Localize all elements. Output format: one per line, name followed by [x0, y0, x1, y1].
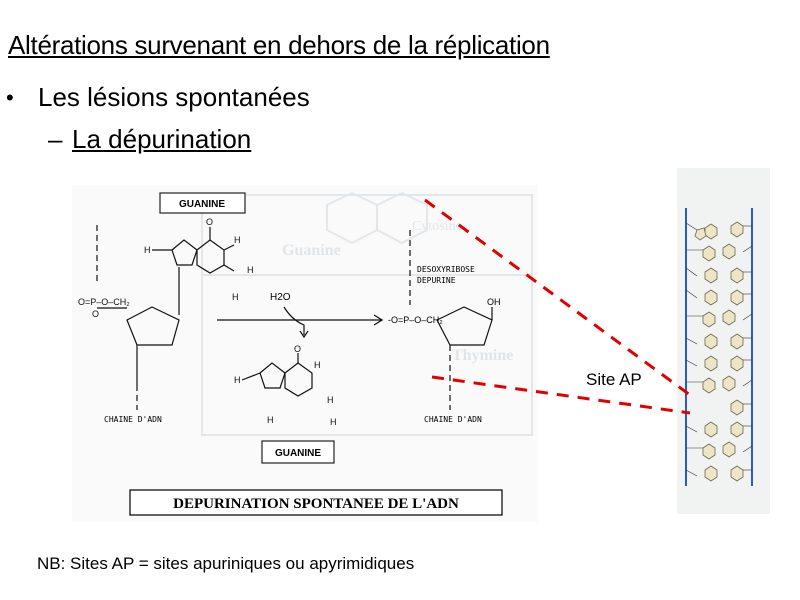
svg-text:H: H: [314, 360, 321, 370]
svg-text:O: O: [206, 217, 213, 227]
depurination-diagram: Guanine Cytosine Thymine GUANINE O H H H: [72, 185, 538, 522]
guanine-bottom-box: [261, 440, 335, 464]
bullet-level2-text: La dépurination: [72, 124, 252, 154]
guanine-top-box: [159, 192, 246, 214]
chain-left-label: CHAINE D'ADN: [104, 415, 162, 424]
svg-text:O: O: [92, 309, 99, 319]
diagram-caption: DEPURINATION SPONTANEE DE L'ADN: [173, 496, 459, 512]
footnote: NB: Sites AP = sites apuriniques ou apyr…: [37, 554, 415, 573]
dna-strand-illustration: [677, 168, 770, 514]
svg-text:H: H: [232, 292, 239, 302]
svg-text:Cytosine: Cytosine: [412, 219, 462, 234]
dash-icon: –: [48, 124, 63, 154]
svg-text:Thymine: Thymine: [452, 347, 513, 364]
site-ap-label: Site AP: [586, 370, 642, 389]
bullet-level2: – La dépurination: [48, 124, 251, 155]
guanine-top-label: GUANINE: [179, 199, 225, 210]
chain-right-label: CHAINE D'ADN: [424, 415, 482, 424]
depurine-label: DEPURINE: [417, 276, 456, 285]
svg-text:H: H: [234, 235, 241, 245]
svg-text:H: H: [330, 417, 337, 427]
slide-title: Altérations survenant en dehors de la ré…: [8, 30, 550, 60]
svg-text:H: H: [327, 395, 334, 405]
svg-text:H: H: [234, 375, 241, 385]
bullet-level1: • Les lésions spontanées: [6, 82, 310, 113]
desoxyribose-label: DESOXYRIBOSE: [417, 265, 475, 274]
svg-text:O=P–O–CH₂: O=P–O–CH₂: [78, 297, 130, 307]
bullet-dot-icon: •: [6, 84, 14, 110]
svg-text:H: H: [247, 265, 254, 275]
svg-text:H: H: [267, 415, 274, 425]
caption-box: [129, 489, 503, 516]
svg-text:O: O: [294, 344, 301, 354]
guanine-bottom-label: GUANINE: [275, 448, 321, 459]
water-label: H2O: [270, 292, 291, 303]
svg-text:Guanine: Guanine: [282, 242, 341, 259]
oh-label: OH: [487, 297, 501, 307]
bullet-level1-text: Les lésions spontanées: [38, 82, 310, 112]
svg-text:H: H: [144, 245, 151, 255]
svg-text:-O=P–O–CH₂: -O=P–O–CH₂: [388, 315, 443, 325]
